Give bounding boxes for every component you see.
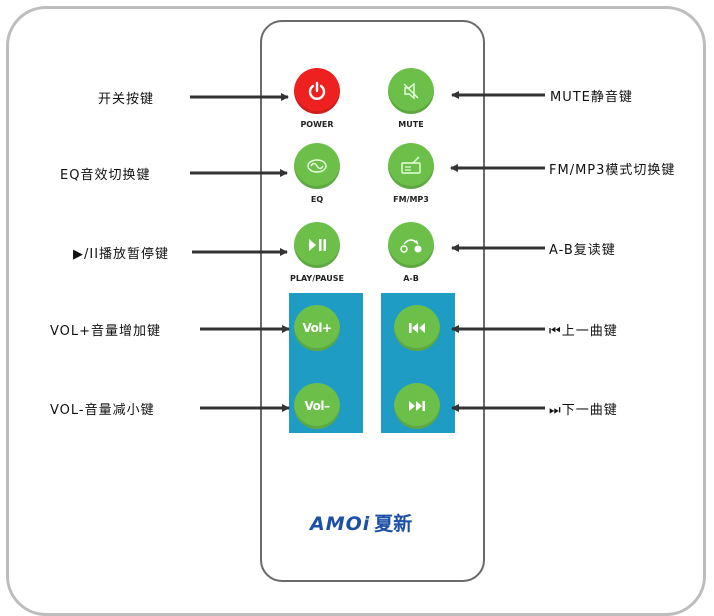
label-ab-repeat: A-B复读键	[549, 243, 616, 258]
radio-icon	[401, 156, 421, 174]
label-vol-down: VOL-音量减小键	[50, 403, 155, 418]
power-caption: POWER	[300, 120, 334, 129]
ab-repeat-caption: A-B	[403, 274, 419, 283]
label-prev: ⏮上一曲键	[549, 324, 618, 339]
next-track-icon	[409, 401, 425, 411]
logo-chinese-text: 夏新	[374, 513, 413, 535]
mute-button[interactable]	[388, 68, 434, 114]
fm-mp3-button[interactable]	[388, 143, 434, 189]
label-fm-mp3: FM/MP3模式切换键	[549, 163, 676, 178]
volume-down-text: Vol–	[304, 399, 331, 413]
volume-down-button[interactable]: Vol–	[294, 383, 340, 429]
label-power: 开关按键	[98, 92, 155, 107]
play-pause-button[interactable]	[294, 222, 340, 268]
power-icon	[308, 81, 326, 100]
volume-up-text: Vol+	[302, 321, 332, 335]
callout-arrows	[190, 91, 545, 412]
mute-caption: MUTE	[398, 120, 424, 129]
previous-track-button[interactable]	[394, 305, 440, 351]
eq-button[interactable]	[294, 143, 340, 189]
power-button[interactable]	[294, 68, 340, 114]
volume-up-button[interactable]: Vol+	[294, 305, 340, 351]
eq-icon	[307, 159, 327, 173]
label-next: ⏭下一曲键	[549, 403, 618, 418]
previous-track-icon	[409, 323, 425, 333]
next-track-button[interactable]	[394, 383, 440, 429]
mute-speaker-icon	[403, 82, 419, 100]
brand-logo: AMOi 夏新	[310, 509, 412, 536]
fm-mp3-caption: FM/MP3	[393, 195, 429, 204]
play-pause-icon	[309, 239, 326, 251]
label-eq: EQ音效切换键	[60, 168, 151, 183]
label-play-pause: ▶/II播放暂停键	[73, 247, 170, 262]
label-vol-up: VOL+音量增加键	[50, 324, 162, 339]
logo-brand-text: AMOi	[310, 513, 371, 535]
play-pause-caption: PLAY/PAUSE	[290, 274, 344, 283]
ab-repeat-button[interactable]	[388, 222, 434, 268]
eq-caption: EQ	[310, 195, 324, 204]
label-mute: MUTE静音键	[550, 90, 633, 105]
ab-repeat-icon	[400, 239, 422, 253]
